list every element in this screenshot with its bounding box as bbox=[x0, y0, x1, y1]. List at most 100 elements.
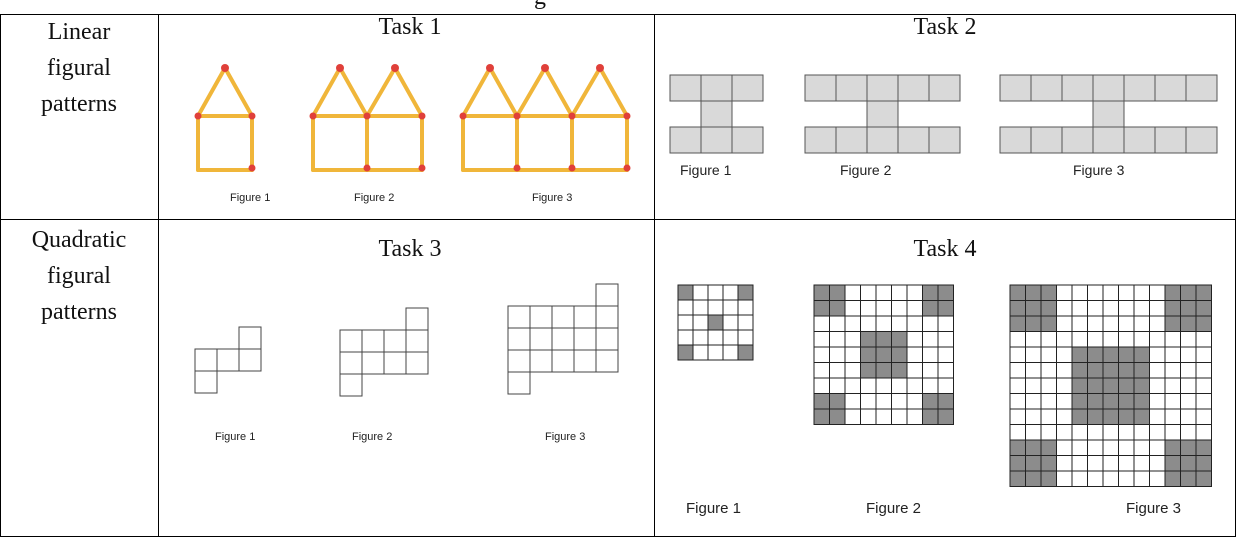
grid-cell bbox=[891, 393, 908, 410]
grid-cell bbox=[1118, 470, 1135, 487]
task-3-figure-1 bbox=[194, 326, 262, 394]
grid-cell bbox=[1009, 346, 1026, 363]
grid-cell bbox=[1195, 377, 1212, 394]
grid-cell bbox=[875, 362, 892, 379]
grid-cell bbox=[813, 377, 830, 394]
grid-cell bbox=[1071, 331, 1088, 348]
grid-cell bbox=[1087, 470, 1104, 487]
grid-cell bbox=[1087, 300, 1104, 317]
grid-cell bbox=[1164, 362, 1181, 379]
grid-cell bbox=[1149, 439, 1166, 456]
grid-cell bbox=[1102, 331, 1119, 348]
grid-cell bbox=[1087, 331, 1104, 348]
grid-cell bbox=[1118, 424, 1135, 441]
grid-cell bbox=[1102, 408, 1119, 425]
grid-cell bbox=[1056, 439, 1073, 456]
grid-cell bbox=[875, 346, 892, 363]
grid-cell bbox=[1133, 424, 1150, 441]
grid-cell bbox=[875, 284, 892, 301]
grid-cell bbox=[844, 393, 861, 410]
grid-cell bbox=[1087, 439, 1104, 456]
grid-cell bbox=[922, 408, 939, 425]
grid-cell bbox=[1040, 470, 1057, 487]
grid-cell bbox=[677, 299, 694, 316]
grid-cell bbox=[829, 408, 846, 425]
table-col-divider-1 bbox=[158, 14, 159, 537]
grid-cell bbox=[1133, 331, 1150, 348]
grid-cell bbox=[1133, 470, 1150, 487]
grid-cell bbox=[1195, 315, 1212, 332]
grid-cell bbox=[1009, 393, 1026, 410]
grid-cell bbox=[1071, 346, 1088, 363]
grid-cell bbox=[829, 300, 846, 317]
grid-cell bbox=[906, 331, 923, 348]
grid-cell bbox=[844, 300, 861, 317]
grid-cell bbox=[707, 344, 724, 361]
grid-cell bbox=[1195, 362, 1212, 379]
task-1-figure-2 bbox=[309, 64, 426, 172]
grid-cell bbox=[829, 331, 846, 348]
grid-cell bbox=[937, 284, 954, 301]
grid-cell bbox=[1180, 315, 1197, 332]
grid-cell bbox=[1102, 439, 1119, 456]
grid-cell bbox=[891, 346, 908, 363]
grid-cell bbox=[1164, 455, 1181, 472]
grid-cell bbox=[1118, 331, 1135, 348]
grid-cell bbox=[737, 344, 754, 361]
grid-cell bbox=[937, 315, 954, 332]
task-3-caption-3: Figure 3 bbox=[545, 431, 586, 443]
grid-cell bbox=[677, 284, 694, 301]
grid-cell bbox=[1071, 455, 1088, 472]
grid-cell bbox=[707, 299, 724, 316]
grid-cell bbox=[1164, 377, 1181, 394]
grid-cell bbox=[1009, 455, 1026, 472]
grid-cell bbox=[1087, 315, 1104, 332]
grid-cell bbox=[937, 300, 954, 317]
grid-cell bbox=[829, 377, 846, 394]
grid-cell bbox=[1056, 455, 1073, 472]
grid-cell bbox=[875, 393, 892, 410]
grid-cell bbox=[1009, 408, 1026, 425]
grid-cell bbox=[937, 362, 954, 379]
grid-cell bbox=[1025, 424, 1042, 441]
grid-cell bbox=[1071, 424, 1088, 441]
grid-cell bbox=[829, 346, 846, 363]
grid-cell bbox=[1118, 346, 1135, 363]
grid-cell bbox=[922, 331, 939, 348]
grid-cell bbox=[1009, 315, 1026, 332]
grid-cell bbox=[860, 377, 877, 394]
grid-cell bbox=[1025, 408, 1042, 425]
task-2-title: Task 2 bbox=[913, 14, 977, 40]
grid-cell bbox=[1195, 424, 1212, 441]
grid-cell bbox=[1056, 470, 1073, 487]
grid-cell bbox=[844, 408, 861, 425]
grid-cell bbox=[860, 346, 877, 363]
grid-cell bbox=[1040, 377, 1057, 394]
grid-cell bbox=[844, 362, 861, 379]
grid-cell bbox=[692, 314, 709, 331]
grid-cell bbox=[1118, 455, 1135, 472]
grid-cell bbox=[1009, 331, 1026, 348]
grid-cell bbox=[1149, 284, 1166, 301]
grid-cell bbox=[1180, 346, 1197, 363]
grid-cell bbox=[1164, 424, 1181, 441]
table-col-divider-2 bbox=[654, 14, 655, 537]
grid-cell bbox=[737, 314, 754, 331]
grid-cell bbox=[829, 315, 846, 332]
task-1-caption-1: Figure 1 bbox=[230, 192, 271, 204]
grid-cell bbox=[1025, 393, 1042, 410]
grid-cell bbox=[906, 393, 923, 410]
grid-cell bbox=[707, 284, 724, 301]
grid-cell bbox=[906, 315, 923, 332]
grid-cell bbox=[906, 284, 923, 301]
grid-cell bbox=[677, 314, 694, 331]
grid-cell bbox=[1133, 393, 1150, 410]
grid-cell bbox=[906, 377, 923, 394]
grid-cell bbox=[906, 346, 923, 363]
grid-cell bbox=[1056, 315, 1073, 332]
grid-cell bbox=[906, 362, 923, 379]
cropped-heading: g bbox=[520, 0, 560, 11]
grid-cell bbox=[1164, 346, 1181, 363]
grid-cell bbox=[677, 329, 694, 346]
